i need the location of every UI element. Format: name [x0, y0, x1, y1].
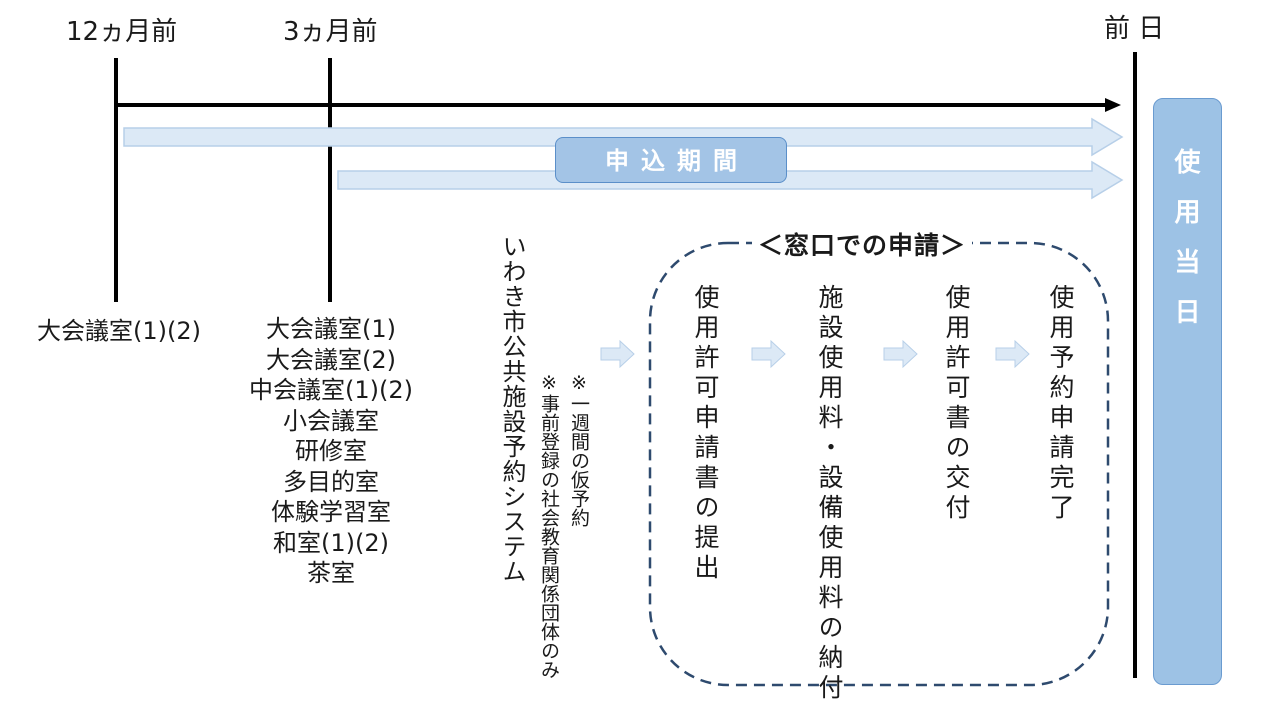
- room-item: 体験学習室: [271, 498, 391, 526]
- step-pay-fees: 施設使用料・設備使用料の納付: [815, 284, 844, 704]
- reservation-system-label: いわき市公共施設予約システム: [498, 234, 526, 584]
- day-of-use-box: 使 用 当 日: [1153, 98, 1222, 685]
- room-item: 研修室: [295, 437, 367, 465]
- day-of-use-char-3: 当: [1174, 248, 1201, 278]
- room-item: 茶室: [307, 559, 355, 587]
- main-timeline-arrowhead: [1105, 98, 1121, 112]
- marker-12-months: [114, 58, 118, 302]
- room-item: 小会議室: [283, 406, 379, 435]
- preregistered-groups-note: ※事前登録の社会教育関係団体のみ: [538, 372, 560, 679]
- step-reservation-complete: 使用予約申請完了: [1046, 284, 1075, 524]
- room-item: 大会議室(1): [266, 315, 396, 343]
- room-item: 大会議室(1)(2): [37, 317, 201, 345]
- step-submit-application: 使用許可申請書の提出: [691, 284, 720, 584]
- application-period-badge: 申込期間: [555, 137, 787, 183]
- room-item: 多目的室: [283, 467, 379, 496]
- window-application-title: ＜窓口での申請＞: [752, 226, 973, 262]
- label-3-months-before: 3ヵ月前: [283, 17, 378, 47]
- marker-3-months: [328, 58, 332, 302]
- step-arrow-1: [600, 339, 635, 369]
- day-of-use-char-1: 使: [1174, 148, 1201, 178]
- label-12-months-before: 12ヵ月前: [66, 17, 178, 47]
- rooms-12-months-list: 大会議室(1)(2): [14, 316, 224, 347]
- room-item: 中会議室(1)(2): [249, 376, 413, 404]
- room-item: 和室(1)(2): [273, 528, 389, 557]
- rooms-3-months-list: 大会議室(1) 大会議室(2) 中会議室(1)(2) 小会議室 研修室 多目的室…: [236, 314, 426, 589]
- step-issue-permit: 使用許可書の交付: [942, 284, 971, 524]
- step-arrow-3: [883, 339, 918, 369]
- marker-previous-day: [1133, 52, 1137, 678]
- label-previous-day: 前 日: [1104, 14, 1165, 44]
- step-arrow-2: [751, 339, 786, 369]
- step-arrow-4: [995, 339, 1030, 369]
- day-of-use-char-4: 日: [1174, 298, 1201, 328]
- room-item: 大会議室(2): [266, 345, 396, 374]
- provisional-booking-note: ※一週間の仮予約: [568, 372, 590, 527]
- day-of-use-char-2: 用: [1174, 198, 1201, 228]
